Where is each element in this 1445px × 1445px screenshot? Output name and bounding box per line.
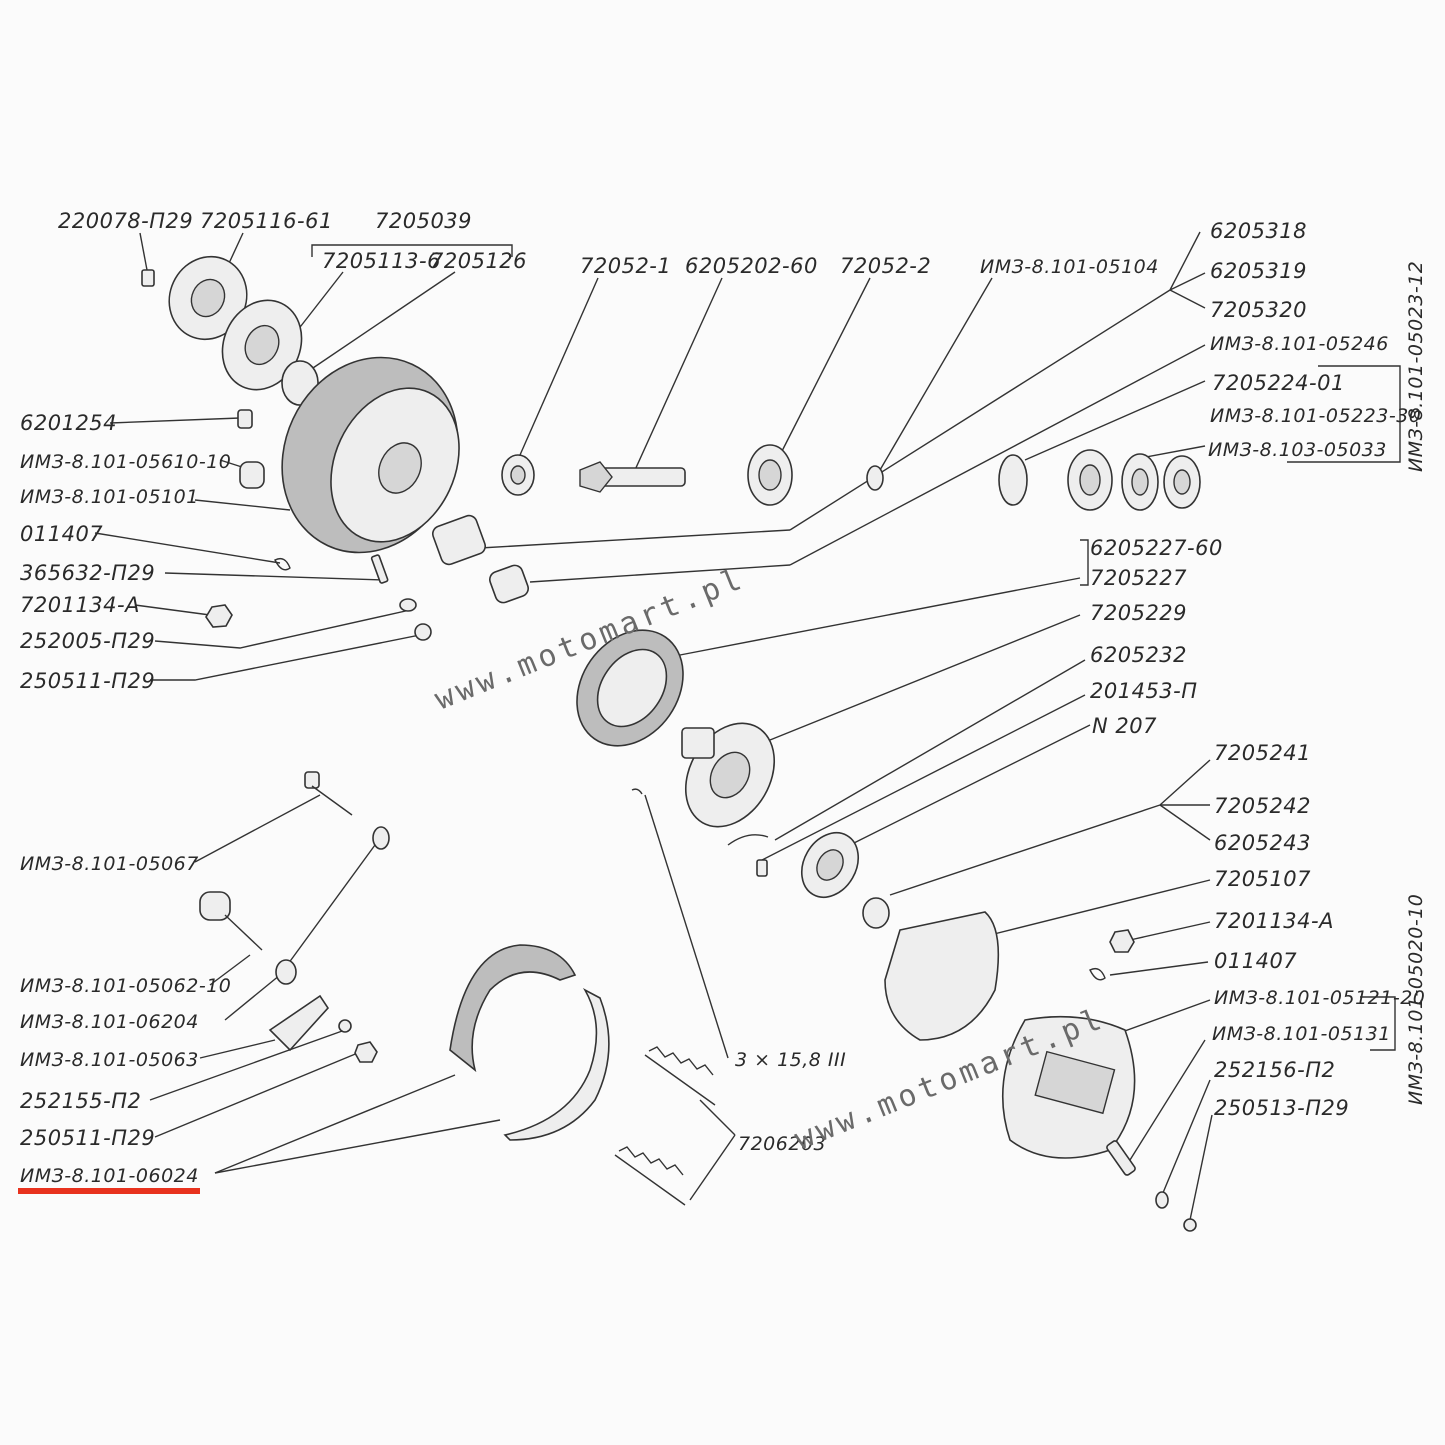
- spring-upper: [644, 1046, 716, 1106]
- highlight-underline: [18, 1188, 200, 1194]
- label-05223: ИМЗ-8.101-05223-30: [1210, 405, 1421, 427]
- label-011407-b: 011407: [1214, 949, 1297, 973]
- washer-7205241: [862, 897, 890, 929]
- label-3x15: 3 × 15,8 III: [735, 1049, 846, 1071]
- washer-05104: [866, 465, 884, 491]
- label-250511: 250511-П29: [20, 669, 155, 693]
- label-72052-1: 72052-1: [580, 254, 671, 278]
- spacer-tube: [432, 514, 486, 566]
- label-7205113: 7205113-6: [322, 249, 441, 273]
- label-7201134-b: 7201134-А: [1214, 909, 1334, 933]
- washer-252005: [399, 598, 417, 612]
- label-6205319: 6205319: [1210, 259, 1307, 283]
- gasket-7205107: [884, 911, 1000, 1041]
- part-6201254: [237, 409, 253, 429]
- snap-ring-7205224: [998, 454, 1028, 506]
- lever-05063: [268, 994, 330, 1052]
- pin-365632: [370, 554, 389, 584]
- bolt-220078: [141, 269, 155, 287]
- label-220078: 220078-П29: [58, 209, 193, 233]
- flange-hub: [681, 722, 776, 828]
- bearing-72052-2: [747, 444, 793, 506]
- label-05610: ИМЗ-8.101-05610-10: [20, 451, 231, 473]
- crown-gear: [576, 629, 684, 747]
- label-05067: ИМЗ-8.101-05067: [20, 853, 199, 875]
- washer-06204-b: [275, 959, 297, 985]
- label-05131: ИМЗ-8.101-05131: [1212, 1023, 1391, 1045]
- parts: [141, 255, 1201, 1232]
- part-labels: 220078-П29 7205116-61 7205039 7205113-6 …: [20, 209, 1427, 1187]
- label-7201134: 7201134-А: [20, 593, 140, 617]
- label-n207: N 207: [1092, 714, 1157, 738]
- cam-shaft-05062: [199, 891, 263, 951]
- label-05033: ИМЗ-8.103-05033: [1208, 439, 1387, 461]
- nut-250513: [1183, 1218, 1197, 1232]
- clip-011407-b: [1089, 967, 1106, 981]
- label-05020-10: ИМЗ-8.101-05020-10: [1405, 894, 1427, 1105]
- label-72052-2: 72052-2: [840, 254, 931, 278]
- label-05063: ИМЗ-8.101-05063: [20, 1049, 199, 1071]
- brake-drum-housing: [281, 356, 460, 554]
- bolt-05131: [1106, 1140, 1136, 1176]
- seal-set: [1067, 449, 1201, 511]
- leader-lines: [94, 231, 1401, 1221]
- spacer-05246: [489, 564, 529, 604]
- label-7205242: 7205242: [1214, 794, 1311, 818]
- bearing-n207: [800, 832, 860, 898]
- washer-06204: [372, 826, 390, 850]
- label-05062: ИМЗ-8.101-05062-10: [20, 975, 231, 997]
- label-250513: 250513-П29: [1214, 1096, 1349, 1120]
- nut-7201134-b: [1109, 929, 1135, 953]
- label-7205039: 7205039: [375, 209, 472, 233]
- pin-05067: [304, 771, 353, 816]
- nut-7201134: [205, 604, 233, 628]
- label-7205116: 7205116-61: [200, 209, 333, 233]
- label-6201254: 6201254: [20, 411, 117, 435]
- label-7205224: 7205224-01: [1212, 371, 1345, 395]
- nut-250511-b: [354, 1041, 378, 1063]
- label-6205318: 6205318: [1210, 219, 1307, 243]
- flange-plate: [168, 255, 248, 341]
- label-06024-highlighted: ИМЗ-8.101-06024: [20, 1165, 199, 1187]
- label-6205227-60: 6205227-60: [1090, 536, 1223, 560]
- label-7205227: 7205227: [1090, 566, 1187, 590]
- bearing-72052-1: [501, 454, 535, 496]
- pinion-shaft: [579, 461, 686, 493]
- label-7205229: 7205229: [1090, 601, 1187, 625]
- brake-shoes: [449, 944, 610, 1141]
- screw-6205232: [756, 859, 768, 877]
- label-252156: 252156-П2: [1214, 1058, 1335, 1082]
- washer-252155: [338, 1019, 352, 1033]
- label-06204: ИМЗ-8.101-06204: [20, 1011, 199, 1033]
- label-05246: ИМЗ-8.101-05246: [1210, 333, 1389, 355]
- key-201453: [727, 834, 769, 846]
- bushing-05610: [239, 461, 265, 489]
- label-250511-b: 250511-П29: [20, 1126, 155, 1150]
- label-05101: ИМЗ-8.101-05101: [20, 486, 199, 508]
- label-011407: 011407: [20, 522, 103, 546]
- washer-252156: [1155, 1191, 1169, 1209]
- label-7205107: 7205107: [1214, 867, 1311, 891]
- label-7205320: 7205320: [1210, 298, 1307, 322]
- label-05121: ИМЗ-8.101-05121-20: [1214, 987, 1425, 1009]
- clip-011407: [274, 557, 291, 571]
- nut-250511: [414, 623, 432, 641]
- label-6205232: 6205232: [1090, 643, 1187, 667]
- rear-cover: [1001, 1015, 1136, 1159]
- spring-lower: [614, 1146, 686, 1206]
- cotter-pin: [631, 788, 643, 795]
- label-252005: 252005-П29: [20, 629, 155, 653]
- label-252155: 252155-П2: [20, 1089, 141, 1113]
- label-7205241: 7205241: [1214, 741, 1311, 765]
- label-05104: ИМЗ-8.101-05104: [980, 256, 1159, 278]
- label-365632: 365632-П29: [20, 561, 155, 585]
- label-6205243: 6205243: [1214, 831, 1311, 855]
- label-05023-12: ИМЗ-8.101-05023-12: [1405, 261, 1427, 472]
- label-7205126: 7205126: [430, 249, 527, 273]
- label-6205202: 6205202-60: [685, 254, 818, 278]
- label-7206203: 7206203: [738, 1133, 826, 1155]
- label-201453: 201453-П: [1090, 679, 1198, 703]
